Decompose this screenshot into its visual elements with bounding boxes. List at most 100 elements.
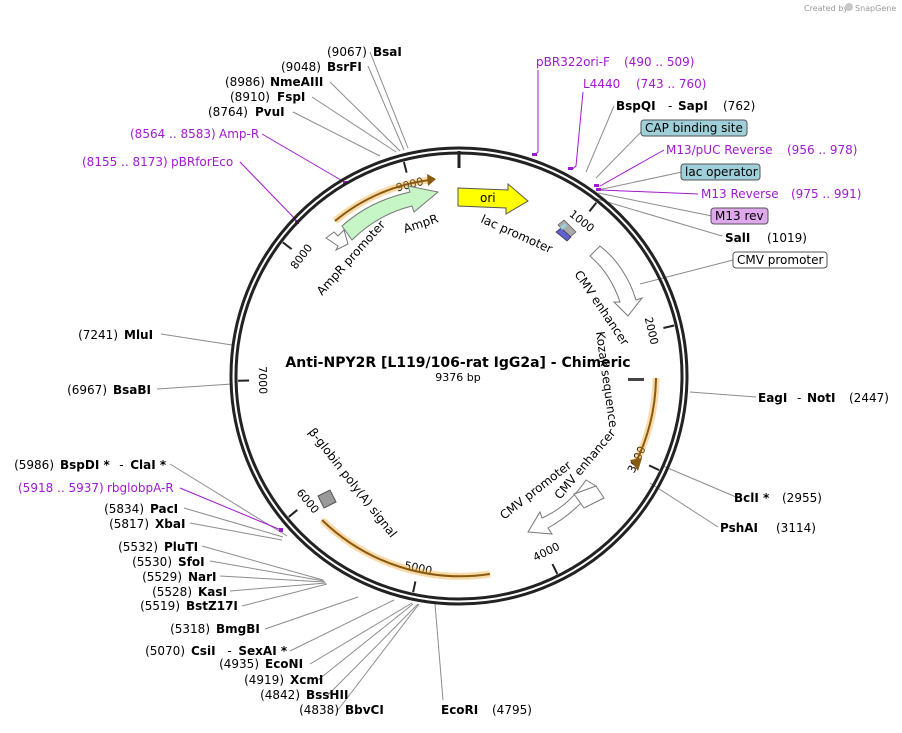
enzyme-name[interactable]: SexAI * bbox=[238, 644, 287, 658]
tick-mark bbox=[289, 510, 297, 517]
lac-operator-label: lac operator bbox=[685, 165, 758, 179]
enzyme-pos: (4935) bbox=[219, 657, 259, 671]
enzyme-name[interactable]: FspI bbox=[277, 90, 305, 104]
enzyme-name[interactable]: BclI * bbox=[734, 491, 770, 505]
enzyme-pos: (5529) bbox=[142, 570, 182, 584]
enzyme-sep: - bbox=[668, 99, 672, 113]
enzyme-name[interactable]: SfoI bbox=[178, 555, 205, 569]
feature-beta-globin-label: β-globin poly(A) signal bbox=[306, 425, 400, 540]
tick-mark bbox=[413, 581, 415, 592]
enzyme-pos: (3114) bbox=[776, 521, 816, 535]
enzyme-pos: (9067) bbox=[327, 45, 367, 59]
orf-arrow-top bbox=[427, 174, 436, 186]
credit-brand: SnapGene bbox=[855, 4, 896, 13]
enzyme-pos: (4838) bbox=[299, 703, 339, 717]
enzyme-name[interactable]: MluI bbox=[124, 328, 153, 342]
enzyme-name[interactable]: KasI bbox=[198, 585, 227, 599]
feature-lac-promoter-label: lac promoter bbox=[479, 212, 555, 256]
enzyme-name[interactable]: BssHII bbox=[306, 688, 348, 702]
kozak-feature bbox=[628, 378, 644, 381]
enzyme-pos: (6967) bbox=[67, 383, 107, 397]
m13-rev-label: M13 rev bbox=[715, 209, 764, 223]
plasmid-size: 9376 bp bbox=[435, 371, 480, 384]
enzyme-name[interactable]: NotI bbox=[807, 391, 836, 405]
enzyme-name[interactable]: EagI bbox=[758, 391, 787, 405]
primer-name[interactable]: L4440 bbox=[583, 77, 620, 91]
enzyme-pos: (5834) bbox=[104, 502, 144, 516]
enzyme-pos: (1019) bbox=[767, 231, 807, 245]
enzyme-name[interactable]: CsiI bbox=[191, 644, 216, 658]
cmv-promoter-box-label: CMV promoter bbox=[737, 253, 824, 267]
ampr-feature bbox=[342, 186, 438, 240]
enzyme-pos: (762) bbox=[723, 99, 755, 113]
tick-mark bbox=[589, 203, 596, 212]
primer-name[interactable]: pBR322ori-F bbox=[536, 55, 610, 69]
enzyme-pos: (5070) bbox=[145, 644, 185, 658]
enzyme-pos: (5519) bbox=[140, 599, 180, 613]
enzyme-name[interactable]: BsaBI bbox=[113, 383, 151, 397]
primer-name[interactable]: rbglobpA-R bbox=[107, 481, 174, 495]
primer-range: (975 .. 991) bbox=[791, 187, 861, 201]
enzyme-name[interactable]: BspQI bbox=[616, 99, 656, 113]
enzyme-name[interactable]: BsaI bbox=[373, 45, 402, 59]
enzyme-name[interactable]: ClaI * bbox=[130, 458, 167, 472]
primer-range: (956 .. 978) bbox=[787, 143, 857, 157]
primer-range: (5918 .. 5937) bbox=[18, 481, 104, 495]
enzyme-name[interactable]: SalI bbox=[725, 231, 750, 245]
tick-mark bbox=[404, 162, 407, 173]
enzyme-pos: (4842) bbox=[260, 688, 300, 702]
tick-label: 2000 bbox=[642, 316, 661, 346]
enzyme-sep: - bbox=[797, 391, 801, 405]
primer-range: (8155 .. 8173) bbox=[82, 155, 168, 169]
ampr-promoter-feature bbox=[326, 230, 348, 250]
enzyme-name[interactable]: NarI bbox=[188, 570, 217, 584]
primer-name[interactable]: M13/pUC Reverse bbox=[666, 143, 773, 157]
enzyme-name[interactable]: XcmI bbox=[290, 673, 323, 687]
enzyme-name[interactable]: NmeAIII bbox=[270, 75, 323, 89]
enzyme-name[interactable]: PacI bbox=[150, 502, 178, 516]
enzyme-pos: (5530) bbox=[132, 555, 172, 569]
primer-range: (8564 .. 8583) bbox=[130, 127, 216, 141]
enzyme-name[interactable]: BbvCI bbox=[345, 703, 384, 717]
primer-name[interactable]: M13 Reverse bbox=[701, 187, 779, 201]
enzyme-name[interactable]: BsrFI bbox=[327, 60, 362, 74]
enzyme-pos: (8910) bbox=[230, 90, 270, 104]
enzyme-name[interactable]: BmgBI bbox=[216, 622, 260, 636]
enzyme-name[interactable]: PshAI bbox=[720, 521, 758, 535]
tick-label: 8000 bbox=[288, 242, 315, 272]
feature-ampr-label: AmpR bbox=[402, 211, 440, 235]
tick-mark bbox=[663, 326, 674, 329]
lac-promoter-feature bbox=[556, 220, 576, 241]
enzyme-name[interactable]: PvuI bbox=[255, 105, 285, 119]
tick-label: 7000 bbox=[256, 366, 270, 394]
enzyme-pos: (2955) bbox=[782, 491, 822, 505]
feature-kozak-label: Kozak sequence bbox=[593, 330, 620, 428]
feature-ori-label: ori bbox=[480, 191, 496, 205]
enzyme-pos: (4795) bbox=[492, 703, 532, 717]
primer-name[interactable]: pBRforEco bbox=[171, 155, 233, 169]
tick-mark bbox=[283, 242, 292, 249]
enzyme-name[interactable]: SapI bbox=[678, 99, 708, 113]
primers-left: (8564 .. 8583) Amp-R (8155 .. 8173) pBRf… bbox=[18, 127, 259, 495]
snapgene-logo-icon bbox=[845, 3, 853, 11]
primer-range: (743 .. 760) bbox=[636, 77, 706, 91]
enzyme-pos: (5817) bbox=[109, 517, 149, 531]
enzyme-name[interactable]: XbaI bbox=[155, 517, 185, 531]
tick-label: 4000 bbox=[531, 540, 562, 564]
enzyme-pos: (5532) bbox=[118, 540, 158, 554]
primer-name[interactable]: Amp-R bbox=[219, 127, 259, 141]
credit-text: Created by bbox=[804, 4, 848, 13]
tick-mark bbox=[649, 465, 659, 470]
enzymes-top: (9067) BsaI (9048) BsrFI (8986) NmeAIII … bbox=[208, 45, 402, 119]
enzyme-pos: (5318) bbox=[170, 622, 210, 636]
enzyme-name[interactable]: EcoNI bbox=[265, 657, 303, 671]
enzyme-name[interactable]: BstZ17I bbox=[186, 599, 238, 613]
enzyme-name[interactable]: BspDI * bbox=[60, 458, 110, 472]
enzyme-name[interactable]: PluTI bbox=[164, 540, 198, 554]
beta-globin-polya-feature bbox=[318, 490, 336, 508]
enzyme-name[interactable]: EcoRI bbox=[441, 703, 478, 717]
enzyme-pos: (4919) bbox=[244, 673, 284, 687]
enzyme-pos: (8986) bbox=[225, 75, 265, 89]
